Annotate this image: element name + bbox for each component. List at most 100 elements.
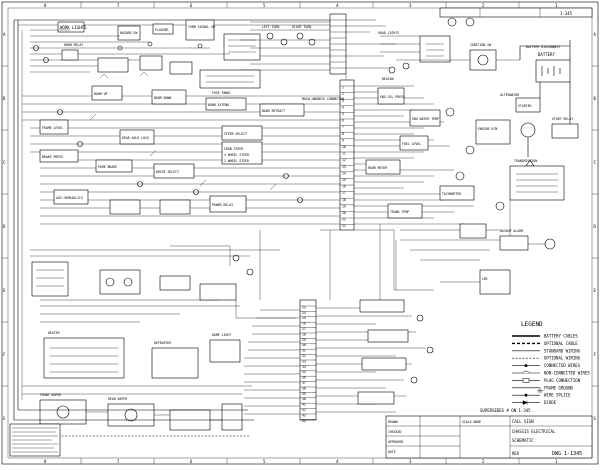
zone-label-right: C: [594, 160, 597, 165]
zone-label-top: 6: [190, 3, 193, 8]
connector-pin-number: 41: [302, 403, 306, 407]
rev-label: REV: [512, 451, 520, 456]
drawn-label: DRAWN: [388, 420, 398, 424]
connector-pin-number: 28: [302, 332, 306, 336]
zone-label-top: 8: [44, 3, 47, 8]
zone-label-left: D: [3, 224, 6, 229]
engine-section: ENGINE ECM TRANSMISSION BACKUP ALARM LMI: [400, 119, 565, 295]
lmi-label: LMI: [482, 277, 488, 281]
fuse-panel-label: FUSE PANEL: [212, 91, 231, 95]
backup-alarm-label: BACKUP ALARM: [500, 229, 523, 233]
oil-press-label: ENG OIL PRESS: [380, 95, 405, 99]
flasher-label: FLASHER: [155, 28, 169, 32]
boom-ext-label: BOOM EXTEND: [208, 103, 229, 107]
connector-pin-number: 27: [302, 327, 306, 331]
front-steer-label: 2 WHEEL STEER: [224, 159, 249, 163]
legend-item-label: BATTERY CABLES: [544, 334, 578, 339]
beacon-label: BEACON: [382, 77, 394, 81]
scale-label: SCALE NONE: [462, 420, 481, 424]
zone-label-bottom: 1: [555, 459, 558, 464]
round-steer-label: 4 WHEEL STEER: [224, 153, 249, 157]
zone-label-top: 4: [336, 3, 339, 8]
zone-label-left: C: [3, 160, 6, 165]
connector-pin-number: 39: [302, 392, 306, 396]
connector-pin-number: 12: [342, 158, 346, 162]
legend-dot: [524, 364, 528, 367]
drawing-number: DWG 1-1345: [552, 451, 582, 457]
harness-top: FUSE PANEL: [199, 13, 396, 95]
title-line-1: CALL SIGN: [512, 419, 534, 424]
connector-pin-number: 5: [342, 112, 344, 116]
connector-pin-number: 43: [302, 413, 306, 417]
zone-label-left: E: [3, 288, 6, 293]
revision-strip: 1-345: [439, 7, 593, 18]
connector-pin-number: 8: [342, 132, 344, 136]
note-block: [9, 423, 61, 457]
zone-label-right: G: [594, 416, 597, 421]
battery-label: BATTERY: [538, 52, 555, 57]
frame-level-label: FRAME LEVEL: [42, 126, 63, 130]
brake-press-label: BRAKE PRESS: [42, 155, 63, 159]
zone-label-top: 1: [555, 3, 558, 8]
connector-pin-number: 17: [342, 191, 346, 195]
connector-pin-number: 29: [302, 338, 306, 342]
zone-label-left: G: [3, 416, 6, 421]
connector-pin-number: 13: [342, 165, 346, 169]
zone-label-left: A: [3, 32, 6, 37]
connector-pin-number: 2: [342, 92, 344, 96]
legend-item-label: DIODE: [544, 400, 557, 405]
connector-pin-number: 21: [342, 218, 346, 222]
connector-pin-number: 7: [342, 125, 344, 129]
zone-label-bottom: 5: [263, 459, 266, 464]
wiper-rear-label: REAR WIPER: [108, 397, 127, 401]
zone-label-top: 3: [409, 3, 412, 8]
boom-down-label: BOOM DOWN: [154, 96, 171, 100]
lower-connector[interactable]: 2324252627282930313233343536373839404142…: [244, 299, 434, 423]
hazard-label: HAZARD SW: [120, 31, 137, 35]
zone-label-right: B: [594, 96, 597, 101]
legend-title: LEGEND: [521, 321, 543, 328]
legend-hop: [521, 370, 531, 374]
zone-label-top: 7: [117, 3, 120, 8]
connector-pin-number: 20: [342, 211, 346, 215]
connector-pin-number: 33: [302, 359, 306, 363]
legend-item-label: PLUG CONNECTION: [544, 378, 581, 383]
engine-ecm-label: ENGINE ECM: [478, 127, 497, 131]
connector-pin-number: 35: [302, 370, 306, 374]
water-temp-label: ENG WATER TEMP: [412, 117, 439, 121]
connector-pin-number: 19: [342, 204, 346, 208]
top-left-cluster: WORK LIGHTS HAZARD SW FLASHER TURN SIGNA…: [30, 19, 316, 79]
zone-label-top: 5: [263, 3, 266, 8]
defroster-label: DEFROSTER: [154, 341, 171, 345]
legend-diode: [522, 400, 528, 406]
connector-pin-number: 24: [302, 311, 306, 315]
start-relay-label: START RELAY: [552, 117, 573, 121]
date-label: DATE: [388, 450, 396, 454]
power-relay-label: POWER RELAY: [212, 203, 233, 207]
connector-pin-number: 22: [342, 224, 346, 228]
connector-pin-number: 11: [342, 152, 346, 156]
zone-label-bottom: 4: [336, 459, 339, 464]
main-harness-label: MAIN HARNESS CONNECTOR: [302, 97, 344, 101]
zone-label-bottom: 8: [44, 459, 47, 464]
fuel-level-label: FUEL LEVEL: [402, 142, 421, 146]
trans-temp-label: TRANS TEMP: [390, 210, 409, 214]
connector-pin-number: 36: [302, 376, 306, 380]
zone-label-right: F: [594, 352, 597, 357]
zone-label-left: B: [3, 96, 6, 101]
connector-pin-number: 38: [302, 386, 306, 390]
alternator-label: ALTERNATOR: [500, 93, 519, 97]
work-lights-label: WORK LIGHTS: [60, 25, 87, 30]
connector-pin-number: 30: [302, 343, 306, 347]
zone-label-bottom: 3: [409, 459, 412, 464]
legend-item-label: STANDARD WIRING: [544, 348, 581, 353]
aux-hyd-label: AUX HYDRAULICS: [56, 196, 83, 200]
hour-meter-label: HOUR METER: [368, 166, 387, 170]
zone-ticks: [2, 2, 598, 464]
dome-light-label: DOME LIGHT: [212, 333, 231, 337]
zone-label-right: A: [594, 32, 597, 37]
